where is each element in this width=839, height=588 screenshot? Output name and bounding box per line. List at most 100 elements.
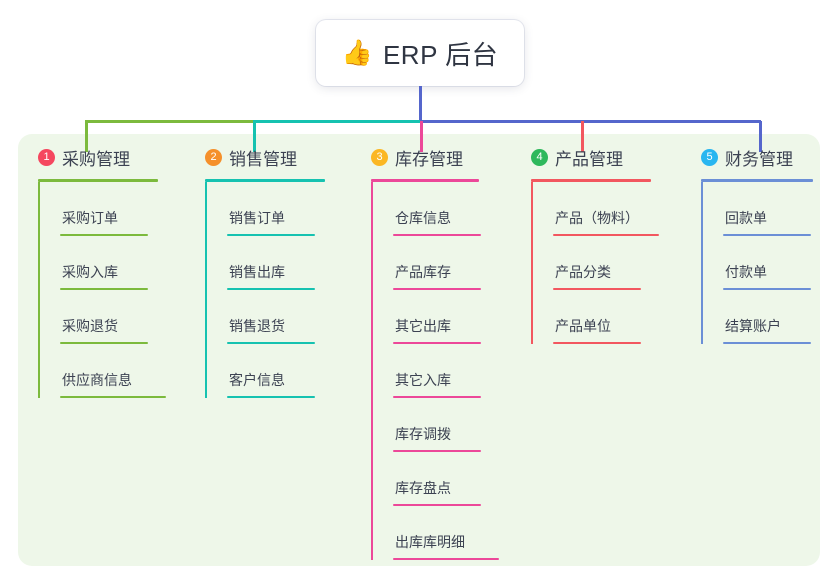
list-item[interactable]: 仓库信息 [371, 182, 511, 236]
branch-badge-5: 5 [701, 148, 718, 166]
branch-items-4: 产品（物料） 产品分类产品单位 [531, 182, 681, 344]
list-item[interactable]: 供应商信息 [38, 344, 185, 398]
list-item-rule [393, 450, 481, 452]
branch-spine-3 [371, 182, 373, 560]
list-item-rule [60, 396, 166, 398]
branch-rule-5 [701, 179, 813, 182]
list-item[interactable]: 库存调拨 [371, 398, 511, 452]
list-item[interactable]: 结算账户 [701, 290, 820, 344]
list-item[interactable]: 产品单位 [531, 290, 681, 344]
list-item-label: 其它入库 [395, 372, 451, 388]
branch-rule-1 [38, 179, 158, 182]
list-item-label: 产品单位 [555, 318, 611, 334]
list-item-label: 销售出库 [229, 264, 285, 280]
list-item[interactable]: 采购退货 [38, 290, 185, 344]
list-item-label: 客户信息 [229, 372, 285, 388]
list-item-label: 产品（物料） [555, 210, 639, 226]
list-item-label: 回款单 [725, 210, 767, 226]
list-item-label: 仓库信息 [395, 210, 451, 226]
branch-title-1: 采购管理 [62, 149, 130, 169]
list-item-rule [60, 234, 148, 236]
list-item-label: 其它出库 [395, 318, 451, 334]
list-item-label: 出库库明细 [395, 534, 465, 550]
list-item-rule [227, 342, 315, 344]
branch-badge-1: 1 [38, 148, 55, 166]
list-item-rule [723, 288, 811, 290]
list-item-rule [60, 342, 148, 344]
list-item-label: 付款单 [725, 264, 767, 280]
list-item[interactable]: 出库库明细 [371, 506, 511, 560]
branch-rule-3 [371, 179, 479, 182]
list-item-rule [60, 288, 148, 290]
list-item[interactable]: 其它入库 [371, 344, 511, 398]
branch-rule-4 [531, 179, 651, 182]
list-item-label: 采购退货 [62, 318, 118, 334]
list-item[interactable]: 库存盘点 [371, 452, 511, 506]
branch-rule-2 [205, 179, 325, 182]
list-item-rule [723, 234, 811, 236]
branch-spine-4 [531, 182, 533, 344]
branch-items-2: 销售订单销售出库销售退货客户信息 [205, 182, 351, 398]
list-item[interactable]: 采购入库 [38, 236, 185, 290]
branch-title-3: 库存管理 [395, 149, 463, 169]
branch-badge-3: 3 [371, 148, 388, 166]
list-item[interactable]: 产品分类 [531, 236, 681, 290]
branch-title-4: 产品管理 [555, 149, 623, 169]
branch-5: 5 财务管理回款单付款单结算账户 [681, 134, 820, 566]
list-item-rule [393, 288, 481, 290]
branch-spine-2 [205, 182, 207, 398]
list-item-label: 库存盘点 [395, 480, 451, 496]
list-item[interactable]: 其它出库 [371, 290, 511, 344]
branch-title-2: 销售管理 [229, 149, 297, 169]
list-item-rule [553, 234, 659, 236]
branch-header-2[interactable]: 2 销售管理 [185, 144, 351, 170]
root-title: ERP 后台 [382, 39, 499, 70]
list-item[interactable]: 销售退货 [205, 290, 351, 344]
branch-items-3: 仓库信息产品库存其它出库其它入库库存调拨库存盘点出库库明细 [371, 182, 511, 560]
branch-items-5: 回款单付款单结算账户 [701, 182, 820, 344]
branch-header-5[interactable]: 5 财务管理 [681, 144, 820, 170]
branch-header-1[interactable]: 1 采购管理 [18, 144, 185, 170]
list-item[interactable]: 产品（物料） [531, 182, 681, 236]
list-item-label: 采购入库 [62, 264, 118, 280]
list-item-label: 库存调拨 [395, 426, 451, 442]
branch-4: 4 产品管理产品（物料） 产品分类产品单位 [511, 134, 681, 566]
list-item-label: 销售订单 [229, 210, 285, 226]
list-item-rule [723, 342, 811, 344]
list-item[interactable]: 付款单 [701, 236, 820, 290]
list-item-label: 采购订单 [62, 210, 118, 226]
list-item-label: 供应商信息 [62, 372, 132, 388]
list-item-label: 结算账户 [725, 318, 781, 334]
branch-columns: 1 采购管理采购订单采购入库采购退货供应商信息 2 销售管理销售订单销售出库销售退货客… [18, 134, 820, 566]
list-item[interactable]: 采购订单 [38, 182, 185, 236]
list-item-rule [393, 558, 499, 560]
list-item-label: 产品库存 [395, 264, 451, 280]
branch-spine-5 [701, 182, 703, 344]
list-item-rule [553, 288, 641, 290]
list-item-rule [553, 342, 641, 344]
list-item[interactable]: 销售出库 [205, 236, 351, 290]
list-item[interactable]: 客户信息 [205, 344, 351, 398]
list-item-rule [227, 396, 315, 398]
branch-3: 3 库存管理仓库信息产品库存其它出库其它入库库存调拨库存盘点出库库明细 [351, 134, 511, 566]
list-item-rule [393, 342, 481, 344]
branch-spine-1 [38, 182, 40, 398]
list-item-label: 销售退货 [229, 318, 285, 334]
branch-1: 1 采购管理采购订单采购入库采购退货供应商信息 [18, 134, 185, 566]
branch-badge-4: 4 [531, 148, 548, 166]
branch-2: 2 销售管理销售订单销售出库销售退货客户信息 [185, 134, 351, 566]
branch-header-3[interactable]: 3 库存管理 [351, 144, 511, 170]
list-item[interactable]: 销售订单 [205, 182, 351, 236]
list-item[interactable]: 产品库存 [371, 236, 511, 290]
root-node[interactable]: 👍 ERP 后台 [316, 20, 524, 86]
branch-badge-2: 2 [205, 148, 222, 166]
list-item-rule [393, 504, 481, 506]
branches-panel [18, 134, 820, 566]
list-item-rule [393, 234, 481, 236]
branch-header-4[interactable]: 4 产品管理 [511, 144, 681, 170]
list-item-rule [227, 234, 315, 236]
list-item[interactable]: 回款单 [701, 182, 820, 236]
list-item-rule [227, 288, 315, 290]
branch-title-5: 财务管理 [725, 149, 793, 169]
